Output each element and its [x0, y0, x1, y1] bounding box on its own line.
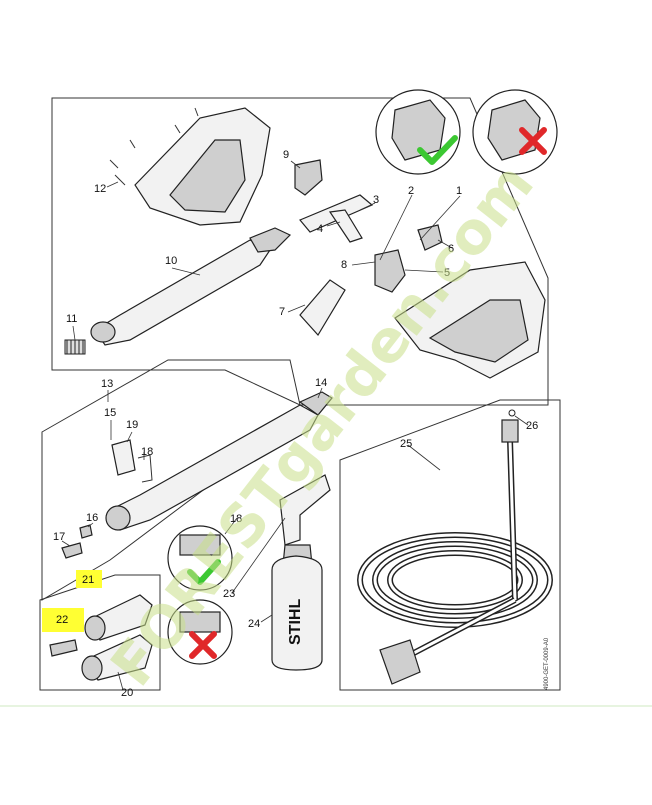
callout-20: 20	[121, 687, 133, 699]
part-lock	[328, 209, 363, 243]
part-valve	[294, 159, 323, 196]
detail-incorrect	[472, 89, 558, 175]
callout-1: 1	[456, 185, 462, 197]
callout-5: 5	[444, 267, 450, 279]
cross-icon	[519, 127, 547, 155]
part-tube	[94, 239, 271, 346]
callout-18-lower: 18	[230, 513, 242, 525]
callout-2: 2	[408, 185, 414, 197]
callout-8: 8	[341, 259, 347, 271]
callout-6: 6	[448, 243, 454, 255]
callout-13: 13	[101, 378, 113, 390]
callout-22: 22	[56, 614, 68, 626]
check-icon	[417, 135, 458, 165]
callout-26: 26	[526, 420, 538, 432]
callout-23: 23	[223, 588, 235, 600]
callout-15: 15	[104, 407, 116, 419]
leader-lines	[61, 160, 529, 691]
part-hose	[357, 409, 553, 685]
part-insert-22	[49, 639, 78, 657]
part-fitting-16	[79, 524, 93, 539]
panel-hose	[339, 399, 561, 691]
callout-10: 10	[165, 255, 177, 267]
part-spring	[64, 339, 86, 355]
detail-clip-incorrect	[167, 599, 233, 665]
part-nipple-17	[61, 542, 83, 559]
part-valve-block	[374, 249, 406, 293]
part-pin	[137, 454, 153, 483]
svg-text:STIHL: STIHL	[287, 599, 304, 645]
callout-19: 19	[126, 419, 138, 431]
callout-21: 21	[82, 574, 94, 586]
part-clip	[111, 439, 136, 476]
callout-9: 9	[283, 149, 289, 161]
callout-4: 4	[317, 223, 323, 235]
callout-3: 3	[373, 194, 379, 206]
callout-18-upper: 18	[141, 446, 153, 458]
callout-24: 24	[248, 618, 260, 630]
callout-7: 7	[279, 306, 285, 318]
callout-17: 17	[53, 531, 65, 543]
callout-25: 25	[400, 438, 412, 450]
detail-correct	[375, 89, 461, 175]
detail-clip-correct	[167, 525, 233, 591]
document-code: 4900-GET-0009-A0	[544, 637, 550, 690]
callouts: 1 2 3 4 5 6 7 8 9 10 11 12 13 14 15 16 1…	[53, 149, 538, 699]
callout-12: 12	[94, 183, 106, 195]
panel-nozzles	[39, 574, 161, 691]
callout-16: 16	[86, 512, 98, 524]
part-screws	[109, 107, 199, 186]
highlight-21	[76, 570, 102, 588]
part-bottle	[271, 555, 323, 671]
callout-14: 14	[315, 377, 327, 389]
callout-11: 11	[66, 313, 77, 325]
highlight-22	[42, 608, 84, 632]
part-trigger	[299, 279, 346, 337]
